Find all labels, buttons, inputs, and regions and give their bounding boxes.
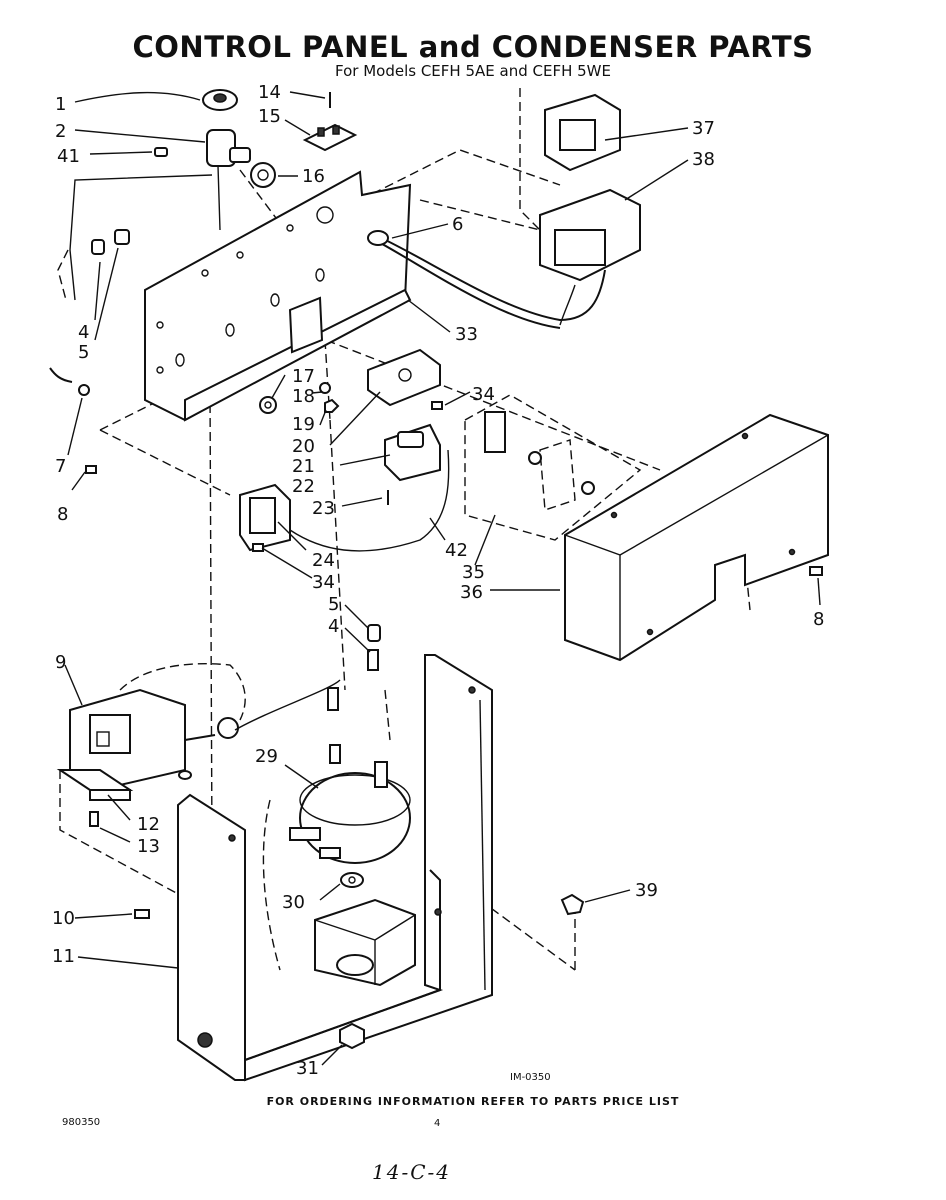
compressor xyxy=(234,624,411,971)
motor-mount-bracket xyxy=(56,769,150,919)
control-panel-bracket xyxy=(144,170,412,422)
callout-labels: 1 2 41 4 5 14 15 16 6 37 38 33 17 18 19 … xyxy=(52,82,824,1083)
callout-23: 23 xyxy=(312,498,335,519)
callout-1: 1 xyxy=(55,94,66,115)
callout-4-upper: 4 xyxy=(78,322,89,343)
callout-22: 22 xyxy=(292,476,315,497)
handwritten-note: 14-C-4 xyxy=(372,1160,451,1184)
page-title: CONTROL PANEL and CONDENSER PARTS xyxy=(132,30,814,64)
ordering-info-footer: FOR ORDERING INFORMATION REFER TO PARTS … xyxy=(266,1095,680,1108)
base-pan xyxy=(177,654,585,1082)
callout-14: 14 xyxy=(258,82,281,103)
callout-11: 11 xyxy=(52,946,75,967)
callout-24: 24 xyxy=(312,550,335,571)
callout-37: 37 xyxy=(692,118,715,139)
callout-8-left: 8 xyxy=(57,504,68,525)
callout-5-upper: 5 xyxy=(78,342,89,363)
callout-17: 17 xyxy=(292,366,315,387)
mounting-plate xyxy=(302,92,358,152)
callout-29: 29 xyxy=(255,746,278,767)
fan-motor xyxy=(69,663,246,787)
callout-36: 36 xyxy=(460,582,483,603)
callout-39: 39 xyxy=(635,880,658,901)
relay-assembly xyxy=(367,93,641,329)
bulb-holder-parts xyxy=(57,229,130,301)
switch-24 xyxy=(49,367,450,552)
control-cover xyxy=(564,413,829,662)
callout-7: 7 xyxy=(55,456,66,477)
callout-31: 31 xyxy=(296,1058,319,1079)
page-subtitle: For Models CEFH 5AE and CEFH 5WE xyxy=(335,62,611,80)
callout-6: 6 xyxy=(452,214,463,235)
callout-34-upper: 34 xyxy=(472,384,495,405)
callout-5-lower: 5 xyxy=(328,594,339,615)
callout-13: 13 xyxy=(137,836,160,857)
callout-2: 2 xyxy=(55,121,66,142)
drawing-id: IM-0350 xyxy=(510,1072,551,1083)
leader-lines xyxy=(64,91,821,1066)
callout-10: 10 xyxy=(52,908,75,929)
callout-30: 30 xyxy=(282,892,305,913)
callout-21: 21 xyxy=(292,456,315,477)
thermostat-assembly xyxy=(69,89,276,301)
callout-8-right: 8 xyxy=(813,609,824,630)
callout-42: 42 xyxy=(445,540,468,561)
callout-15: 15 xyxy=(258,106,281,127)
callout-4-lower: 4 xyxy=(328,616,339,637)
alignment-lines xyxy=(59,88,751,975)
switch-parts xyxy=(259,348,443,505)
terminal-block xyxy=(484,411,595,511)
callout-9: 9 xyxy=(55,652,66,673)
callout-16: 16 xyxy=(302,166,325,187)
callout-38: 38 xyxy=(692,149,715,170)
callout-20: 20 xyxy=(292,436,315,457)
callout-12: 12 xyxy=(137,814,160,835)
callout-33: 33 xyxy=(455,324,478,345)
callout-18: 18 xyxy=(292,386,315,407)
page-number: 4 xyxy=(434,1118,441,1129)
callout-19: 19 xyxy=(292,414,315,435)
callout-41: 41 xyxy=(57,146,80,167)
callout-35: 35 xyxy=(462,562,485,583)
document-number: 980350 xyxy=(62,1117,101,1128)
callout-34-lower: 34 xyxy=(312,572,335,593)
